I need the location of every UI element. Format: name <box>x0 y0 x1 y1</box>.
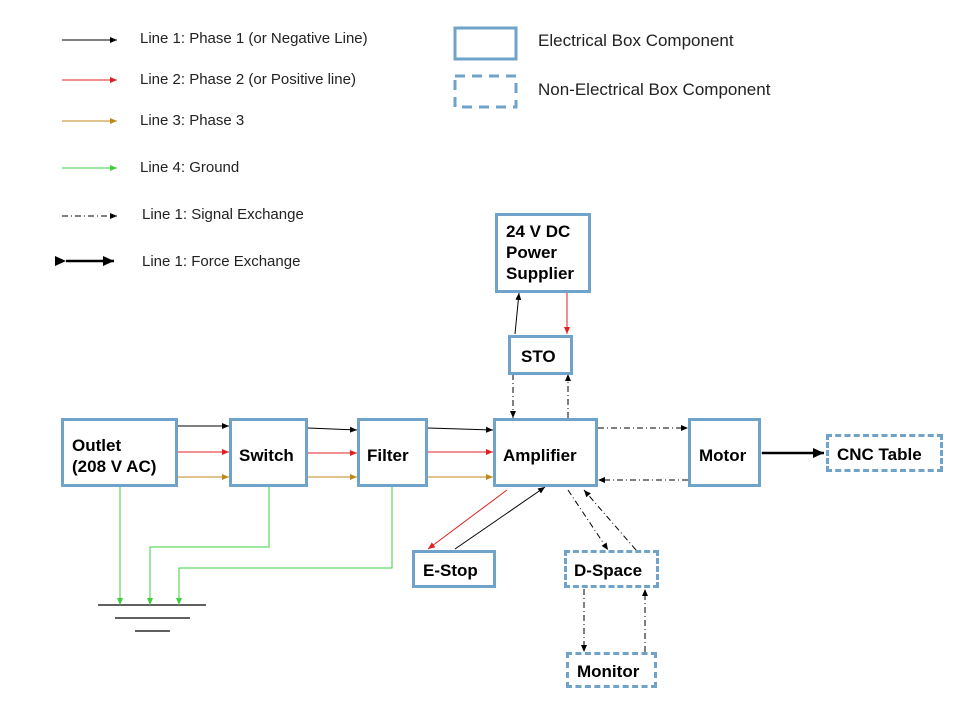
legend-line-samples <box>55 37 117 266</box>
legend-ground-label: Line 4: Ground <box>140 159 240 176</box>
dspace-label: D-Space <box>574 561 643 580</box>
power-wires <box>178 423 494 480</box>
filter-amplifier-phase1 <box>427 426 494 433</box>
power-supplier-label: 24 V DC Power Supplier <box>506 222 575 283</box>
amplifier-label: Amplifier <box>503 446 577 465</box>
legend-electrical-box-sample <box>453 26 518 61</box>
switch-box: Switch <box>229 418 308 487</box>
legend-phase3-label: Line 3: Phase 3 <box>140 112 245 129</box>
sto-wires <box>510 292 571 418</box>
estop-wires <box>427 486 546 550</box>
filter-ground-wire <box>176 487 393 605</box>
dspace-box: D-Space <box>564 550 659 588</box>
motor-label: Motor <box>699 446 747 465</box>
legend-phase2-label: Line 2: Phase 2 (or Positive line) <box>140 71 356 88</box>
dspace-to-amplifier-signal <box>583 489 637 551</box>
cnc-table-label: CNC Table <box>837 445 922 464</box>
estop-box: E-Stop <box>412 550 496 588</box>
motor-box: Motor <box>688 418 761 487</box>
dspace-signals <box>567 489 648 652</box>
monitor-box: Monitor <box>566 652 657 688</box>
legend-signal-label: Line 1: Signal Exchange <box>142 206 304 223</box>
estop-to-amplifier-wire <box>454 486 546 550</box>
legend-non-electrical-box-label: Non-Electrical Box Component <box>538 80 771 99</box>
ground-symbol <box>98 604 206 632</box>
cnc-table-box: CNC Table <box>826 434 943 472</box>
power-supplier-box: 24 V DC Power Supplier <box>495 213 591 293</box>
outlet-box: Outlet (208 V AC) <box>61 418 178 487</box>
switch-label: Switch <box>239 446 294 465</box>
outlet-label: Outlet (208 V AC) <box>72 436 157 476</box>
ground-wires <box>117 487 393 605</box>
amplifier-to-estop-wire <box>427 489 508 550</box>
amplifier-box: Amplifier <box>493 418 598 487</box>
legend-electrical-box-label: Electrical Box Component <box>538 31 734 50</box>
amplifier-to-dspace-signal <box>567 489 609 551</box>
filter-label: Filter <box>367 446 409 465</box>
switch-filter-phase1 <box>307 426 358 433</box>
sto-box: STO <box>508 335 573 375</box>
switch-ground-wire <box>147 487 270 605</box>
sto-to-supplier-wire <box>514 292 522 335</box>
filter-box: Filter <box>357 418 428 487</box>
monitor-label: Monitor <box>577 662 640 681</box>
legend-non-electrical-box-sample <box>453 74 518 109</box>
motor-signals <box>598 425 688 483</box>
sto-label: STO <box>521 347 556 366</box>
estop-label: E-Stop <box>423 561 478 580</box>
legend-force-label: Line 1: Force Exchange <box>142 253 301 270</box>
legend-phase1-label: Line 1: Phase 1 (or Negative Line) <box>140 30 368 47</box>
